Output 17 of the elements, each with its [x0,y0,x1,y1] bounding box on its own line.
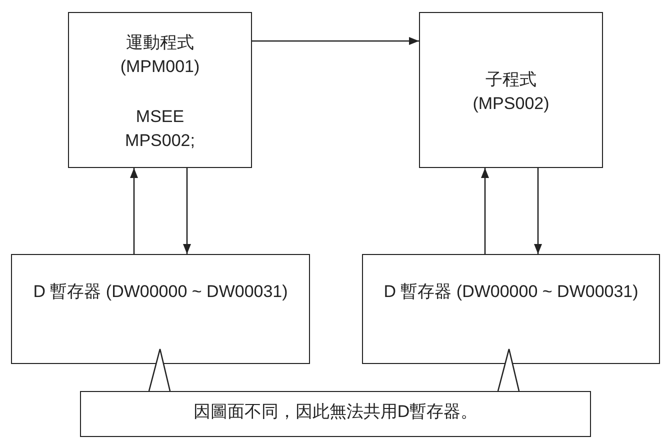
box-label: D 暫存器 (DW00000 ~ DW00031) [32,281,289,303]
arrow [183,168,191,254]
note-text: 因圖面不同，因此無法共用D暫存器。 [192,401,479,423]
code-text: MSEE MPS002; [124,106,196,152]
arrow [534,168,542,254]
arrow [130,168,138,254]
box-label: D 暫存器 (DW00000 ~ DW00031) [383,281,639,303]
program-box [68,12,252,168]
leader-line [148,348,171,392]
arrow [252,37,419,45]
box-label: 運動程式 (MPM001) [119,32,201,78]
register-box [362,254,660,364]
arrow [481,168,489,254]
register-box [11,254,310,364]
box-label: 子程式 (MPS002) [472,69,550,115]
leader-line [497,348,520,392]
program-box [419,12,603,168]
